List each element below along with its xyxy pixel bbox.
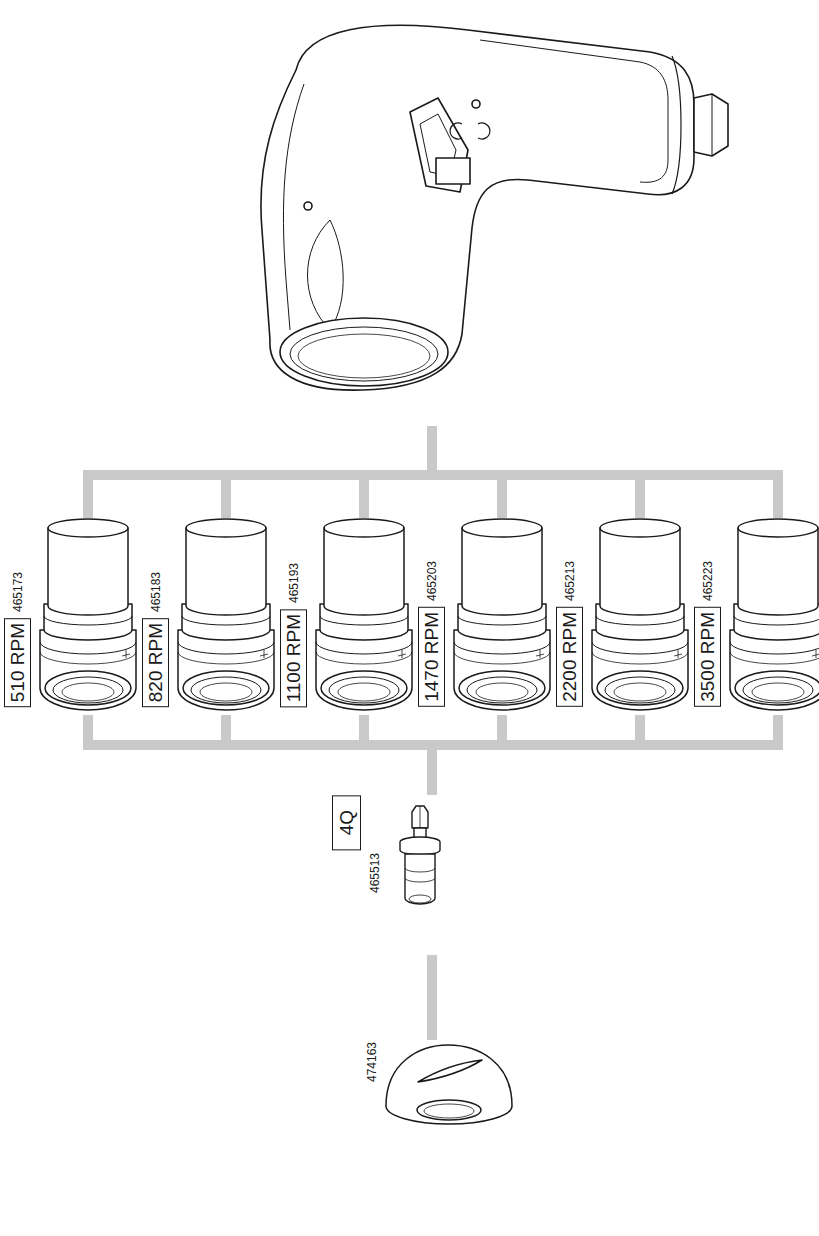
part-number: 465203 [426, 561, 438, 601]
label-group: 3500 RPM 465223 [694, 561, 721, 707]
grip-panel [308, 220, 344, 330]
label-group: 510 RPM 465173 [4, 572, 31, 707]
bracket-bar [773, 470, 783, 518]
speed-label: 1470 RPM [418, 607, 445, 707]
hex-edge [420, 806, 421, 828]
bracket-bar [83, 470, 93, 518]
gearbox-drawing [592, 519, 688, 710]
gearbox-node: 1470 RPM 465203 [414, 515, 554, 715]
part-number: 474163 [366, 1042, 378, 1082]
cap-drawing [386, 1045, 512, 1124]
body-panel [480, 40, 668, 182]
coupling-flange [400, 837, 440, 855]
cap-node: 474163 [352, 1040, 522, 1132]
coupling-teeth [409, 895, 431, 903]
label-group: 820 RPM 465183 [142, 572, 169, 707]
part-number: 465193 [288, 563, 300, 603]
label-group: 4Q 465513 [332, 795, 381, 893]
gearbox-drawing [178, 519, 274, 710]
grip-opening-core [298, 334, 430, 378]
coupling-drawing [400, 806, 440, 904]
connector-bar [432, 715, 502, 795]
speed-label: 4Q [332, 795, 361, 850]
gearbox-drawing [454, 519, 550, 710]
label-group: 474163 [366, 1042, 378, 1082]
part-number: 465173 [12, 572, 24, 612]
gearbox-drawing [40, 519, 136, 710]
connector-bar [432, 715, 778, 795]
speed-label: 3500 RPM [694, 607, 721, 707]
connector-layer [88, 715, 778, 1040]
body-ring [672, 56, 681, 194]
cap-dome [386, 1045, 512, 1124]
speed-label: 2200 RPM [556, 607, 583, 707]
label-group: 2200 RPM 465213 [556, 561, 583, 707]
handpiece-body [261, 25, 694, 390]
cap-opening [417, 1100, 481, 1120]
bracket-bar [427, 426, 437, 476]
part-number: 465213 [564, 561, 576, 601]
gearbox-node: 1100 RPM 465193 [276, 515, 416, 715]
connector-bar [427, 955, 437, 1040]
speed-label: 510 RPM [4, 618, 31, 707]
connector-bar [432, 715, 640, 795]
bracket-bar [359, 470, 369, 518]
coupling-groove [405, 868, 435, 882]
grip-opening [280, 318, 448, 386]
rotation-mark [478, 123, 490, 139]
part-number: 465183 [150, 572, 162, 612]
speed-label: 1100 RPM [280, 609, 307, 707]
grip-opening-inner [290, 327, 438, 381]
trigger-latch [436, 158, 470, 184]
cap-slot [418, 1060, 482, 1082]
grip-contour [283, 84, 304, 330]
screw-hole [304, 202, 312, 210]
handpiece-drawing [261, 25, 728, 390]
connector-bar [226, 715, 432, 795]
cap-opening-inner [424, 1104, 474, 1118]
hex-shaft [412, 806, 428, 828]
gearbox-node: 510 RPM 465173 [0, 515, 140, 715]
gearbox-drawings [40, 519, 819, 710]
bracket-bar [497, 470, 507, 518]
part-number: 465513 [369, 853, 381, 893]
label-group: 1470 RPM 465203 [418, 561, 445, 707]
gearbox-node: 820 RPM 465183 [138, 515, 278, 715]
connector-bar [88, 715, 432, 795]
speed-label: 820 RPM [142, 618, 169, 707]
gearbox-node: 3500 RPM 465223 [690, 515, 819, 715]
end-nut [694, 94, 728, 156]
gearbox-drawing [730, 519, 819, 710]
part-number: 465223 [702, 561, 714, 601]
screw-hole [472, 100, 480, 108]
bracket-bar [221, 470, 231, 518]
coupling-body [405, 854, 435, 904]
gearbox-node: 2200 RPM 465213 [552, 515, 692, 715]
coupling-node: 4Q 465513 [330, 795, 450, 955]
nut-edge [712, 94, 713, 156]
label-group: 1100 RPM 465193 [280, 563, 307, 707]
rotation-mark [450, 123, 462, 139]
bracket-bar [83, 470, 783, 480]
gearbox-drawing [316, 519, 412, 710]
bracket-bar [635, 470, 645, 518]
connector-bar [364, 715, 432, 795]
distribution-bracket [83, 426, 783, 518]
